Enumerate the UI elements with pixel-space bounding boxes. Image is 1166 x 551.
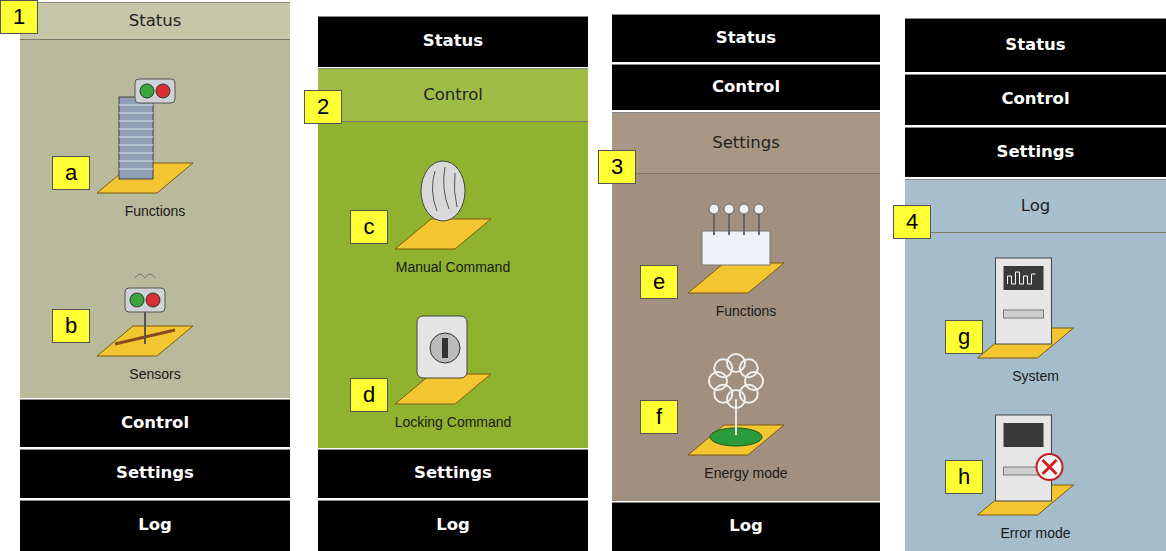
callout-number: b bbox=[52, 309, 90, 343]
tab-label: Control bbox=[612, 65, 880, 96]
tab-label: Log bbox=[612, 503, 880, 535]
icon-caption: Locking Command bbox=[318, 414, 588, 430]
tab-label: Settings bbox=[905, 128, 1166, 161]
callout-number: e bbox=[640, 265, 678, 299]
tab-label: Settings bbox=[318, 450, 588, 482]
menu-tab: Status bbox=[905, 18, 1166, 72]
menu-icons bbox=[905, 233, 1166, 551]
tab-label: Status bbox=[318, 17, 588, 50]
callout-number: 2 bbox=[304, 90, 342, 124]
menu-tab: Settings bbox=[318, 449, 588, 498]
icon-caption: Sensors bbox=[20, 366, 290, 382]
icon-caption: Functions bbox=[612, 303, 880, 319]
server-icon bbox=[978, 258, 1074, 358]
panel-icon bbox=[688, 204, 784, 293]
active-menu-header: Settings bbox=[612, 112, 880, 174]
lock-icon bbox=[395, 316, 491, 404]
callout-number: c bbox=[350, 210, 388, 244]
menu-icons bbox=[612, 174, 880, 501]
menu-tab: Control bbox=[905, 74, 1166, 125]
active-menu-header: Log bbox=[905, 179, 1166, 233]
menu-panel: SystemError mode bbox=[905, 233, 1166, 551]
callout-number: f bbox=[640, 400, 678, 434]
tab-label: Control bbox=[318, 69, 588, 104]
tab-label: Log bbox=[20, 501, 290, 534]
icon-caption: Energy mode bbox=[612, 465, 880, 481]
menu-tab: Log bbox=[612, 502, 880, 551]
menu-panel: FunctionsSensors bbox=[20, 40, 290, 398]
callout-number: 3 bbox=[598, 150, 636, 184]
tab-label: Status bbox=[905, 19, 1166, 54]
sensors-icon bbox=[97, 274, 193, 356]
energy-icon bbox=[688, 354, 784, 455]
tab-label: Log bbox=[905, 180, 1166, 215]
active-menu-header: Control bbox=[318, 68, 588, 122]
tab-label: Settings bbox=[20, 450, 290, 482]
callout-number: a bbox=[52, 156, 90, 190]
menu-icons bbox=[20, 40, 290, 398]
error-icon bbox=[978, 415, 1074, 515]
icon-caption: System bbox=[905, 368, 1166, 384]
tab-label: Log bbox=[318, 501, 588, 534]
menu-tab: Log bbox=[20, 500, 290, 551]
callout-number: g bbox=[945, 320, 983, 354]
icon-caption: Error mode bbox=[905, 525, 1166, 541]
menu-tab: Settings bbox=[905, 127, 1166, 177]
icon-caption: Functions bbox=[20, 203, 290, 219]
icon-caption: Manual Command bbox=[318, 259, 588, 275]
menu-tab: Control bbox=[20, 399, 290, 447]
menu-panel: FunctionsEnergy mode bbox=[612, 174, 880, 501]
functions-icon bbox=[97, 79, 193, 193]
active-menu-header: Status bbox=[20, 2, 290, 40]
menu-tab: Settings bbox=[20, 449, 290, 498]
menu-tab: Status bbox=[612, 14, 880, 62]
tab-label: Status bbox=[612, 15, 880, 47]
tab-label: Control bbox=[20, 400, 290, 432]
menu-tab: Log bbox=[318, 500, 588, 551]
callout-number: 1 bbox=[0, 0, 38, 34]
menu-tab: Control bbox=[612, 64, 880, 110]
hand-icon bbox=[395, 161, 491, 249]
callout-number: 4 bbox=[893, 205, 931, 239]
callout-number: d bbox=[350, 378, 388, 412]
menu-tab: Status bbox=[318, 16, 588, 67]
tab-label: Status bbox=[20, 3, 290, 30]
tab-label: Settings bbox=[612, 113, 880, 152]
tab-label: Control bbox=[905, 75, 1166, 108]
callout-number: h bbox=[945, 460, 983, 494]
